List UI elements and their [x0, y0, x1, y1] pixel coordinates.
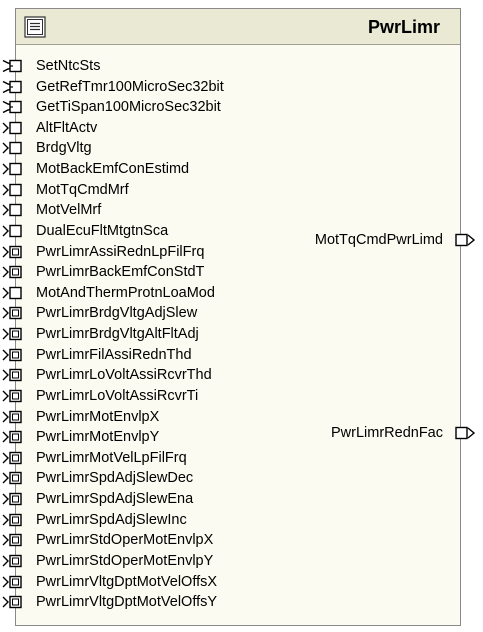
software-component-box[interactable]: PwrLimr	[15, 8, 461, 626]
input-port-label: PwrLimrFilAssiRednThd	[36, 347, 192, 363]
output-port-label: MotTqCmdPwrLimd	[314, 232, 443, 248]
input-port-23[interactable]	[2, 533, 22, 547]
input-port-0[interactable]	[2, 59, 22, 73]
input-port-10[interactable]	[2, 265, 22, 279]
input-port-label: PwrLimrSpdAdjSlewDec	[36, 470, 194, 486]
input-port-label: PwrLimrStdOperMotEnvlpX	[36, 532, 214, 548]
input-port-9[interactable]	[2, 245, 22, 259]
component-title: PwrLimr	[367, 17, 440, 37]
output-port-label: PwrLimrRednFac	[331, 425, 443, 441]
input-port-5[interactable]	[2, 162, 22, 176]
input-port-label: PwrLimrVltgDptMotVelOffsY	[36, 594, 218, 610]
input-port-label: PwrLimrStdOperMotEnvlpY	[36, 553, 214, 569]
output-port-1[interactable]	[455, 426, 476, 440]
input-port-19[interactable]	[2, 451, 22, 465]
input-port-15[interactable]	[2, 368, 22, 382]
input-port-1[interactable]	[2, 80, 22, 94]
input-port-label: PwrLimrMotEnvlpX	[36, 409, 160, 425]
input-port-3[interactable]	[2, 121, 22, 135]
input-port-7[interactable]	[2, 203, 22, 217]
input-port-label: PwrLimrVltgDptMotVelOffsX	[36, 574, 218, 590]
component-icon	[24, 16, 46, 38]
input-port-label: PwrLimrLoVoltAssiRcvrTi	[36, 388, 199, 404]
input-port-label: PwrLimrMotVelLpFilFrq	[36, 450, 187, 466]
input-port-22[interactable]	[2, 513, 22, 527]
input-port-20[interactable]	[2, 471, 22, 485]
input-port-label: PwrLimrSpdAdjSlewEna	[36, 491, 194, 507]
output-port-0[interactable]	[455, 233, 476, 247]
input-port-label: DualEcuFltMtgtnSca	[36, 223, 169, 239]
input-port-21[interactable]	[2, 492, 22, 506]
input-port-2[interactable]	[2, 100, 22, 114]
input-port-24[interactable]	[2, 554, 22, 568]
input-port-16[interactable]	[2, 389, 22, 403]
input-port-12[interactable]	[2, 306, 22, 320]
input-port-label: BrdgVltg	[36, 140, 92, 156]
input-port-label: PwrLimrLoVoltAssiRcvrThd	[36, 367, 212, 383]
input-port-label: PwrLimrBrdgVltgAdjSlew	[36, 305, 198, 321]
input-port-label: MotBackEmfConEstimd	[36, 161, 190, 177]
input-port-6[interactable]	[2, 183, 22, 197]
input-port-11[interactable]	[2, 286, 22, 300]
input-port-25[interactable]	[2, 575, 22, 589]
input-port-label: MotTqCmdMrf	[36, 182, 129, 198]
input-port-label: MotVelMrf	[36, 202, 102, 218]
input-port-label: PwrLimrBackEmfConStdT	[36, 264, 205, 280]
input-port-13[interactable]	[2, 327, 22, 341]
input-port-label: GetRefTmr100MicroSec32bit	[36, 79, 224, 95]
input-port-26[interactable]	[2, 595, 22, 609]
component-header: PwrLimr	[16, 9, 460, 45]
input-port-8[interactable]	[2, 224, 22, 238]
input-port-label: PwrLimrSpdAdjSlewInc	[36, 512, 187, 528]
input-port-label: GetTiSpan100MicroSec32bit	[36, 99, 221, 115]
input-port-label: PwrLimrMotEnvlpY	[36, 429, 160, 445]
input-port-17[interactable]	[2, 410, 22, 424]
input-port-label: PwrLimrAssiRednLpFilFrq	[36, 244, 205, 260]
input-port-4[interactable]	[2, 141, 22, 155]
input-port-label: AltFltActv	[36, 120, 98, 136]
input-port-14[interactable]	[2, 348, 22, 362]
input-port-label: SetNtcSts	[36, 58, 101, 74]
input-port-label: MotAndThermProtnLoaMod	[36, 285, 215, 301]
input-port-label: PwrLimrBrdgVltgAltFltAdj	[36, 326, 199, 342]
input-port-18[interactable]	[2, 430, 22, 444]
